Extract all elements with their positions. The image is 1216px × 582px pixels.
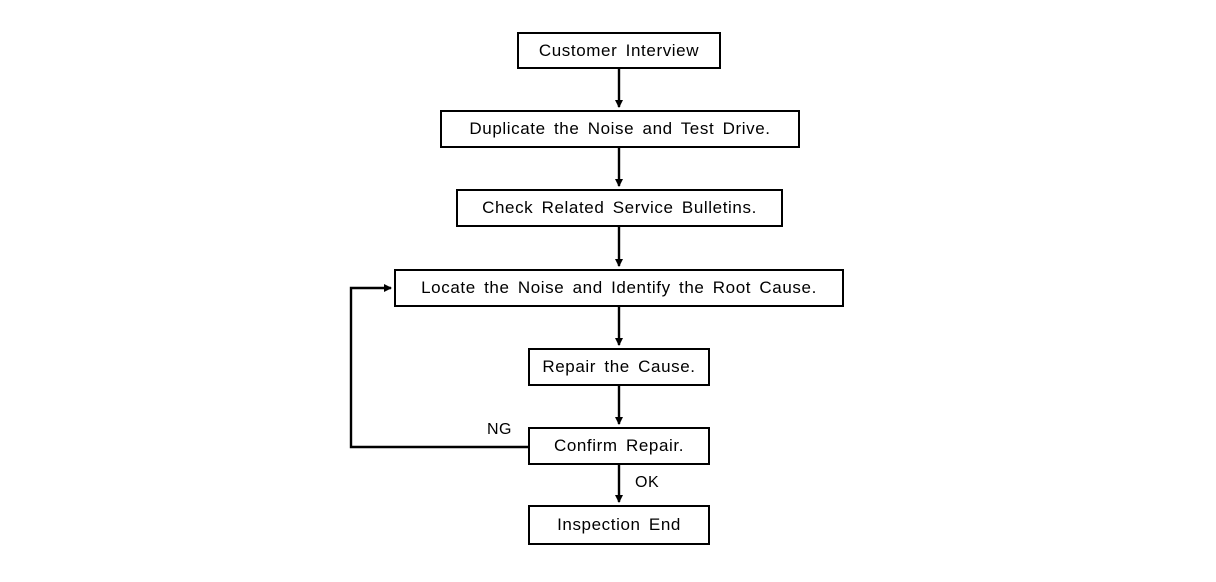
node-locate-noise-root-cause[interactable]: Locate the Noise and Identify the Root C…	[394, 269, 844, 307]
node-label-locate-noise-root-cause: Locate the Noise and Identify the Root C…	[421, 278, 817, 297]
node-confirm-repair[interactable]: Confirm Repair.	[528, 427, 710, 465]
node-label-repair-the-cause: Repair the Cause.	[542, 357, 696, 376]
node-repair-the-cause[interactable]: Repair the Cause.	[528, 348, 710, 386]
node-check-service-bulletins[interactable]: Check Related Service Bulletins.	[456, 189, 783, 227]
node-label-confirm-repair: Confirm Repair.	[553, 436, 685, 455]
edge-label-ng: NG	[487, 421, 512, 438]
node-customer-interview[interactable]: Customer Interview	[517, 32, 721, 69]
node-inspection-end[interactable]: Inspection End	[528, 505, 710, 545]
node-label-duplicate-noise-test-drive: Duplicate the Noise and Test Drive.	[469, 119, 771, 138]
node-label-inspection-end: Inspection End	[557, 515, 681, 534]
edge-label-ok: OK	[635, 474, 660, 491]
node-label-check-service-bulletins: Check Related Service Bulletins.	[482, 198, 757, 217]
node-label-customer-interview: Customer Interview	[538, 40, 700, 60]
node-duplicate-noise-test-drive[interactable]: Duplicate the Noise and Test Drive.	[440, 110, 800, 148]
